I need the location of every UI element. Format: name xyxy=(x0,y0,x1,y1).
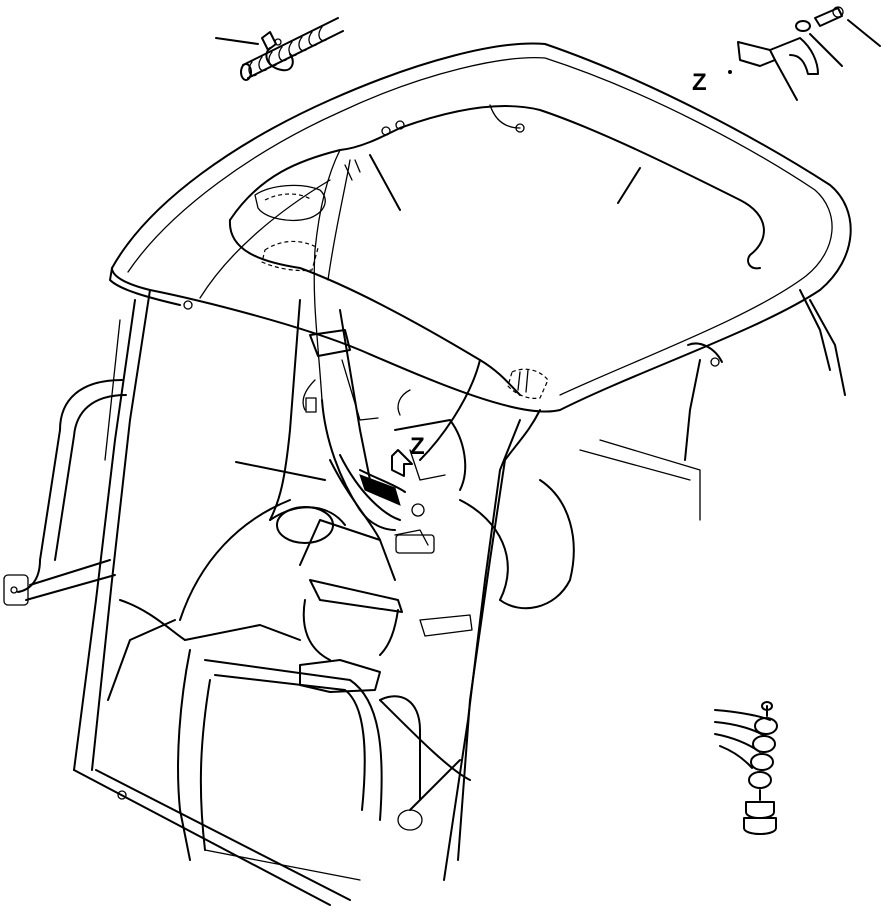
roof-wiring-harness xyxy=(228,104,765,401)
cab-frame xyxy=(3,267,846,906)
harness-callout-line xyxy=(235,461,326,481)
detail-bracket xyxy=(728,6,881,101)
view-z-label-top: Z xyxy=(692,69,707,96)
detail-grommet-stack xyxy=(714,701,778,835)
roof-callouts xyxy=(369,154,641,211)
cab-roof xyxy=(111,42,852,413)
view-z-arrow xyxy=(391,449,413,477)
pillar-harness xyxy=(302,359,481,531)
steering-console xyxy=(177,299,575,881)
detail-conduit xyxy=(215,17,344,81)
view-z-label-cab: Z xyxy=(410,433,425,460)
